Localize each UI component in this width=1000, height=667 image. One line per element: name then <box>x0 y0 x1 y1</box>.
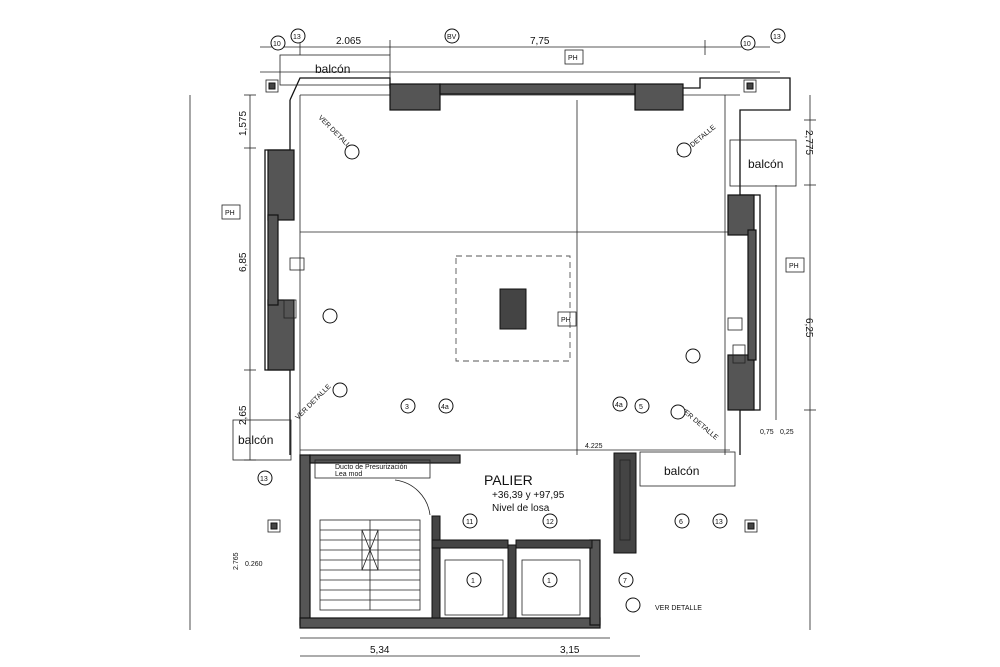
callout-number: 5 <box>639 404 643 411</box>
dim-top-mid: 7,75 <box>530 36 550 47</box>
balcony-label: balcón <box>238 433 273 447</box>
duct-label: Ducto de Presurización <box>335 464 407 471</box>
callout-number: 10 <box>743 41 751 48</box>
dim-right-small-b: 0,25 <box>780 429 794 436</box>
ph-tag: PH <box>561 317 571 324</box>
duct-sublabel: Lea mod <box>335 471 362 478</box>
dim-top-left: 2.065 <box>336 36 361 47</box>
palier-label: PALIER <box>484 472 533 488</box>
dashed-zone <box>455 255 571 362</box>
detail-callouts: VER DETALLE VER DETALLE VER DETALLE VER … <box>294 114 719 613</box>
balcony-bottom-right: balcón <box>639 451 736 487</box>
slab-outline <box>264 77 791 455</box>
callout-number: 13 <box>773 34 781 41</box>
callout-number: 7 <box>623 578 627 585</box>
dim-right-small-a: 0,75 <box>760 429 774 436</box>
elevator-tag: 1 <box>547 578 551 585</box>
callout-number: 13 <box>715 519 723 526</box>
structural-walls <box>267 83 757 411</box>
callout-number: 11 <box>466 519 473 526</box>
ph-tags: PH PH PH PH <box>221 49 805 327</box>
callout-number: 10 <box>273 41 281 48</box>
dim-square-offset: 0.260 <box>245 561 263 568</box>
callout-number: 12 <box>546 519 554 526</box>
elevator-tag: 1 <box>471 578 475 585</box>
service-core: Ducto de Presurización Lea mod 1 1 <box>299 452 637 629</box>
dim-bottom-left: 5,34 <box>370 645 390 656</box>
palier-level: +36,39 y +97,95 <box>492 490 565 501</box>
dim-side-height: 2.765 <box>233 552 240 570</box>
balcony-label: balcón <box>748 157 783 171</box>
dim-left-upper: 1,575 <box>238 111 249 136</box>
balcony-label: balcón <box>664 464 699 478</box>
callout-number: 13 <box>260 476 268 483</box>
dim-bottom-right: 3,15 <box>560 645 580 656</box>
ph-tag: PH <box>789 263 799 270</box>
palier-block: PALIER +36,39 y +97,95 Nivel de losa <box>484 472 565 514</box>
callout-number: 6 <box>679 519 683 526</box>
callout-number: 4a <box>441 404 449 411</box>
balcony-top-left: balcón <box>279 54 391 86</box>
bottom-dimension-chain: 4.225 5,34 3,15 2.765 0.260 <box>233 443 730 657</box>
callout-number: 3 <box>405 404 409 411</box>
bv-markers <box>283 257 746 364</box>
balcony-label: balcón <box>315 62 350 76</box>
ph-tag: PH <box>225 210 235 217</box>
balcony-right: balcón <box>729 139 797 187</box>
callout-number: 13 <box>293 34 301 41</box>
dim-right-mid: 6,25 <box>803 318 814 338</box>
palier-level-note: Nivel de losa <box>492 503 550 514</box>
ver-detalle-label: VER DETALLE <box>655 605 702 612</box>
dim-right-upper: 2,775 <box>803 130 814 155</box>
right-dimension-chain: 2,775 6,25 0,75 0,25 <box>760 95 816 630</box>
balcony-left: balcón <box>232 419 292 461</box>
dim-left-mid: 6,85 <box>238 252 249 272</box>
top-dimension-chain: 2.065 7,75 <box>260 36 780 73</box>
callout-markers: 10 13 BV 10 13 3 4a 4a 5 6 7 11 12 13 13 <box>257 28 786 588</box>
column-markers <box>265 79 758 533</box>
left-dimension-chain: 1,575 6,85 2,65 <box>189 94 256 630</box>
callout-number: BV <box>447 34 457 41</box>
dim-left-lower: 2,65 <box>238 405 249 425</box>
dim-bottom-center: 4.225 <box>585 443 603 450</box>
ph-tag: PH <box>568 55 578 62</box>
callout-number: 4a <box>615 402 623 409</box>
